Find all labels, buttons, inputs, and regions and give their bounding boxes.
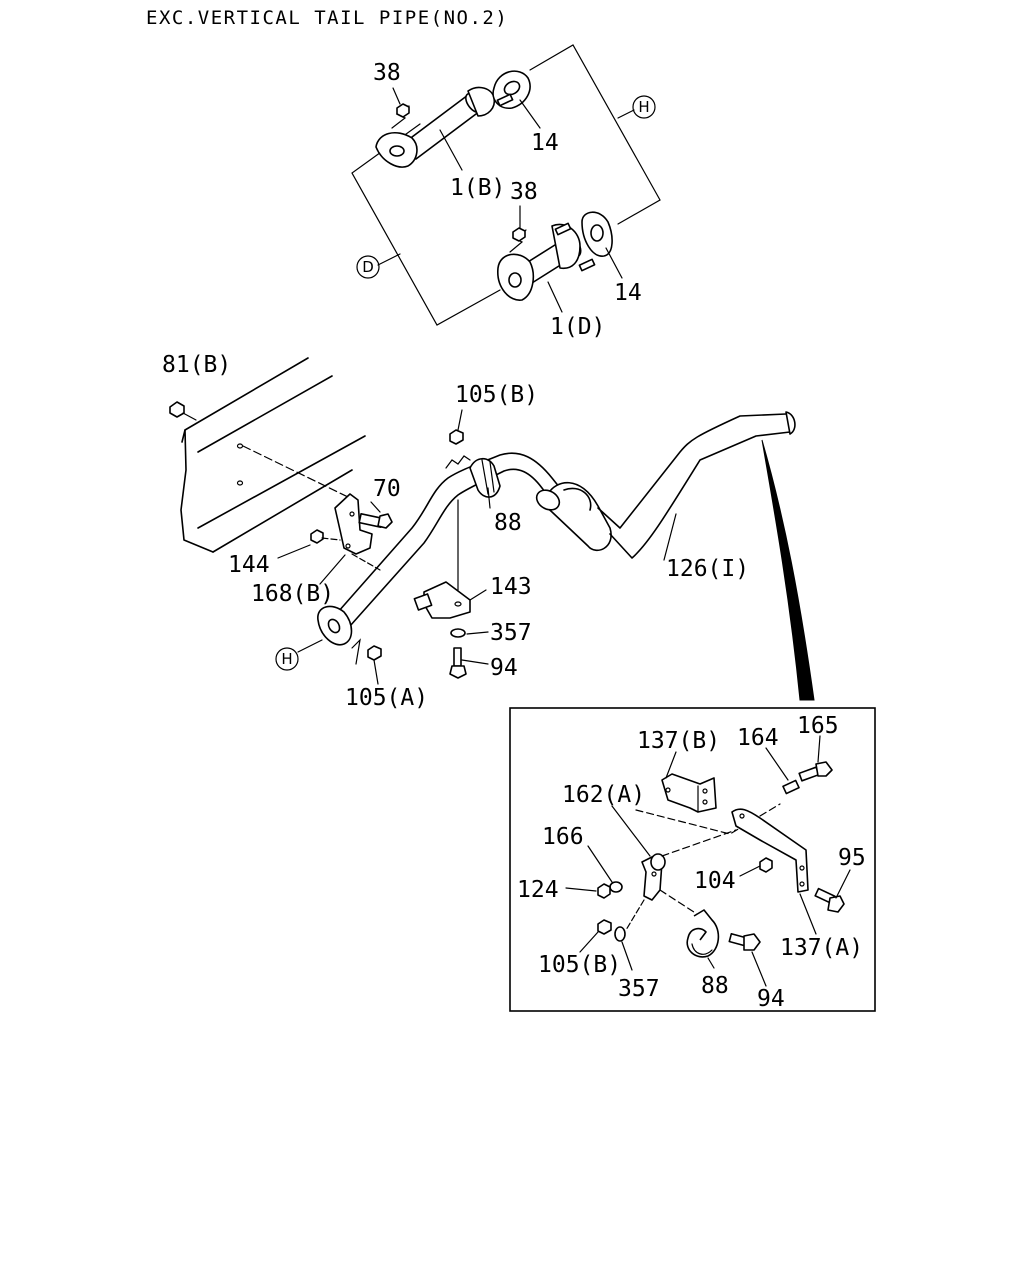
- marker-circle-d: [356, 255, 380, 279]
- bolt-165: [798, 761, 833, 782]
- label-124: 124: [517, 877, 559, 903]
- nut-81b: [169, 401, 185, 418]
- nut-104: [759, 857, 773, 873]
- marker-circle-h-bottom: [275, 647, 299, 671]
- label-88-main: 88: [494, 510, 522, 536]
- pipe-options-group: H D 38 14 1(B) 38 14 1(D): [351, 44, 661, 340]
- pipe-1d: [497, 211, 613, 301]
- label-164: 164: [737, 725, 779, 751]
- nut-105b-top: [449, 429, 464, 445]
- marker-h-top: H: [638, 98, 649, 116]
- label-162a: 162(A): [562, 782, 645, 808]
- marker-d: D: [362, 258, 374, 276]
- bolt-94-inset: [728, 933, 761, 951]
- label-165: 165: [797, 713, 839, 739]
- bolt-94-main: [449, 647, 467, 679]
- washer-357-inset: [614, 926, 626, 942]
- label-38-mid: 38: [510, 179, 538, 205]
- label-105b-top: 105(B): [455, 382, 538, 408]
- label-94-main: 94: [490, 655, 518, 681]
- label-166: 166: [542, 824, 584, 850]
- nut-105a: [367, 645, 382, 661]
- clamp-88-inset: [686, 909, 720, 958]
- option-bracket-left: [351, 123, 501, 326]
- label-38-top: 38: [373, 60, 401, 86]
- d-leader: [377, 253, 401, 266]
- nut-105b-inset: [597, 919, 612, 935]
- sleeve-164: [782, 779, 800, 795]
- pipe-1b: [375, 70, 531, 168]
- label-94-inset: 94: [757, 986, 785, 1012]
- marker-circle-h-top: [632, 95, 656, 119]
- option-bracket-right: [529, 44, 661, 225]
- label-88-inset: 88: [701, 973, 729, 999]
- label-104: 104: [694, 868, 736, 894]
- label-144: 144: [228, 552, 270, 578]
- label-143: 143: [490, 574, 532, 600]
- bracket-137a: [731, 808, 809, 893]
- label-14-top: 14: [531, 130, 559, 156]
- washer-166: [609, 881, 623, 893]
- nut-144: [310, 529, 324, 544]
- label-105a: 105(A): [345, 685, 428, 711]
- hanger-bracket: [310, 493, 393, 571]
- main-assembly: H 81(B) 105(B) 70 88 144 168(B) 126(I) 1…: [162, 352, 815, 711]
- diagram-title: EXC.VERTICAL TAIL PIPE(NO.2): [146, 7, 508, 29]
- washer-357-main: [450, 628, 466, 638]
- bolt-95: [814, 887, 845, 913]
- label-14-mid: 14: [614, 280, 642, 306]
- nut-38-mid: [512, 227, 526, 242]
- label-1d: 1(D): [550, 314, 605, 340]
- label-70: 70: [373, 476, 401, 502]
- detail-callout-wedge: [761, 439, 815, 701]
- bracket-137b: [661, 773, 717, 813]
- label-105b-inset: 105(B): [538, 952, 621, 978]
- label-137a: 137(A): [780, 935, 863, 961]
- label-126i: 126(I): [666, 556, 749, 582]
- frame-rail: [180, 357, 366, 553]
- front-pipe-126i: [317, 411, 796, 665]
- nut-38-top: [396, 103, 410, 118]
- label-137b: 137(B): [637, 728, 720, 754]
- detail-inset: 137(B) 164 165 162(A) 166 95 104 124 137…: [509, 707, 876, 1012]
- label-81b: 81(B): [162, 352, 231, 378]
- label-1b: 1(B): [450, 175, 505, 201]
- label-357-inset: 357: [618, 976, 660, 1002]
- rubber-mount-143: [413, 499, 471, 679]
- bracket-162a: [641, 853, 666, 901]
- label-168b: 168(B): [251, 581, 334, 607]
- detail-inset-frame: [509, 707, 876, 1012]
- label-95: 95: [838, 845, 866, 871]
- nut-124: [597, 883, 611, 899]
- marker-h-bottom: H: [281, 650, 292, 668]
- label-357-main: 357: [490, 620, 532, 646]
- h-leader-top: [617, 109, 635, 119]
